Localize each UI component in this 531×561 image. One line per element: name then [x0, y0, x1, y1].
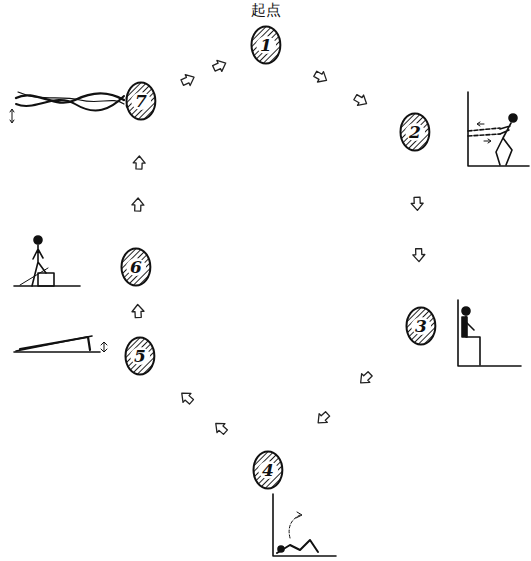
flow-arrow — [280, 53, 400, 123]
flow-arrow — [411, 152, 425, 306]
rope-wave-figure — [10, 92, 130, 123]
band-pull-figure — [468, 92, 529, 166]
sit-up-figure — [273, 494, 336, 556]
station-oval: 7 — [125, 81, 157, 121]
station-number: 2 — [405, 123, 425, 141]
start-label: 起点 — [251, 1, 281, 20]
station-oval: 5 — [124, 336, 156, 376]
flow-arrow — [132, 287, 145, 336]
station-oval: 2 — [399, 112, 431, 152]
station-oval: 4 — [252, 450, 284, 490]
wall-sit-figure — [458, 300, 521, 366]
flow-arrow — [132, 121, 146, 247]
flow-arrow — [153, 368, 255, 459]
station-oval: 6 — [120, 247, 152, 287]
push-up-figure — [14, 336, 107, 352]
station-number: 3 — [411, 317, 431, 335]
station-oval: 1 — [250, 25, 282, 65]
station-number: 6 — [126, 258, 146, 276]
station-number: 5 — [130, 347, 150, 365]
station-oval: 3 — [405, 306, 437, 346]
station-number: 4 — [258, 461, 278, 479]
step-up-figure — [14, 236, 80, 286]
station-number: 1 — [256, 36, 276, 54]
flow-arrow — [156, 52, 251, 95]
flow-arrow — [281, 338, 409, 458]
station-number: 7 — [131, 92, 151, 110]
